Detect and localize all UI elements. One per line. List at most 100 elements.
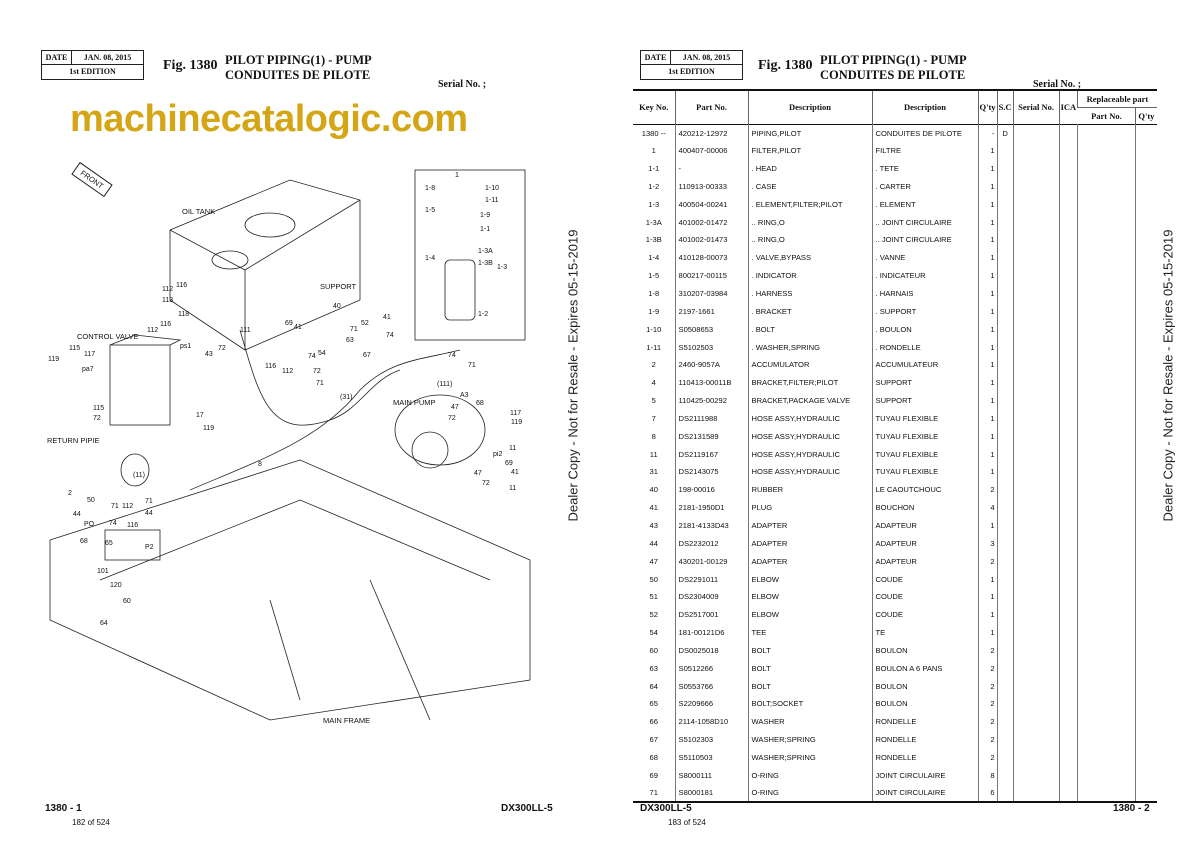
part-no: DS2291011 [674, 570, 748, 588]
empty-cell [1012, 355, 1060, 374]
callout-number: P2 [145, 544, 154, 551]
qty: 1 [977, 302, 998, 321]
page-title: PILOT PIPING(1) - PUMP CONDUITES DE PILO… [820, 53, 967, 83]
parts-diagram [49, 169, 531, 721]
callout-number: 71 [111, 503, 119, 510]
model-left: DX300LL-5 [501, 803, 553, 814]
empty-cell [1058, 427, 1078, 446]
empty-cell [1135, 623, 1157, 642]
part-no: 2460-9057A [674, 355, 748, 374]
qty: 4 [977, 498, 998, 517]
callout-number: 47 [451, 404, 459, 411]
description-fr: BOULON [871, 695, 978, 713]
description: BOLT [747, 677, 872, 695]
empty-cell [1077, 463, 1136, 481]
description-fr: BOULON [871, 677, 978, 695]
empty-cell [1012, 445, 1060, 464]
sc [996, 730, 1014, 749]
key-no: 1-10 [646, 324, 662, 334]
header-qty: Q'ty [977, 89, 998, 124]
key-no: 1-3 [648, 199, 660, 209]
empty-cell [1135, 355, 1157, 374]
empty-cell [1012, 748, 1060, 767]
empty-cell [1012, 516, 1060, 535]
title-en: PILOT PIPING(1) - PUMP [820, 53, 967, 67]
qty: 1 [977, 266, 998, 285]
control-valve-drawing [109, 334, 182, 426]
empty-cell [1012, 409, 1060, 428]
qty: 2 [977, 677, 998, 695]
part-no: 420212-12972 [674, 124, 748, 142]
empty-cell [1135, 516, 1157, 535]
qty: - [977, 124, 998, 142]
description-fr: .. JOINT CIRCULAIRE [871, 231, 978, 249]
description: HOSE ASSY,HYDRAULIC [747, 463, 872, 481]
vertical-watermark-right: Dealer Copy - Not for Resale - Expires 0… [1160, 229, 1176, 522]
date-label: DATE [641, 51, 671, 64]
description-fr: RONDELLE [871, 712, 978, 731]
fig-number: Fig. 1380 [758, 58, 813, 73]
description: ELBOW [747, 570, 872, 588]
part-no: 2181-4133D43 [674, 516, 748, 535]
key-no: 65 [649, 699, 658, 709]
callout-number: 112 [122, 503, 134, 510]
description-fr: . SUPPORT [871, 302, 978, 321]
key-no: 1-5 [648, 271, 660, 281]
empty-cell [1012, 427, 1060, 446]
sc [996, 784, 1014, 804]
part-no: 310207-03984 [674, 284, 748, 303]
sc [996, 498, 1014, 517]
description-fr: JOINT CIRCULAIRE [871, 766, 978, 785]
description: O-RING [747, 766, 872, 785]
callout-number: 101 [97, 568, 109, 575]
sc [996, 445, 1014, 464]
part-no: S5102303 [674, 730, 748, 749]
callout-number: 72 [482, 480, 490, 487]
empty-cell [1012, 266, 1060, 285]
empty-cell [1077, 248, 1136, 267]
empty-cell [1135, 641, 1157, 660]
empty-cell [1135, 587, 1157, 606]
callout-number: 1-3 [497, 264, 508, 271]
empty-cell [1012, 320, 1060, 339]
callout-number: 72 [93, 415, 101, 422]
qty: 1 [977, 605, 998, 624]
empty-cell [1077, 641, 1136, 660]
empty-cell [1058, 373, 1078, 392]
empty-cell [1012, 373, 1060, 392]
empty-cell [1077, 195, 1136, 214]
callout-number: PO [84, 521, 95, 528]
model-right: DX300LL-5 [640, 803, 692, 814]
qty: 1 [977, 570, 998, 588]
description-fr: TUYAU FLEXIBLE [871, 427, 978, 446]
empty-cell [1012, 498, 1060, 517]
empty-cell [1058, 320, 1078, 339]
callout-number: 1 [455, 172, 459, 179]
description: WASHER;SPRING [747, 748, 872, 767]
key-no: 50 [649, 574, 658, 584]
description-fr: SUPPORT [871, 391, 978, 410]
callout-number: 1-3A [478, 248, 493, 255]
callout-number: 2 [68, 490, 72, 497]
empty-cell [1135, 695, 1157, 713]
qty: 1 [977, 231, 998, 249]
page-number-left: 1380 - 1 [45, 803, 82, 814]
empty-cell [1077, 516, 1136, 535]
callout-number: 74 [386, 332, 394, 339]
key-no: 1-8 [648, 289, 660, 299]
qty: 1 [977, 320, 998, 339]
key-no: 47 [649, 556, 658, 566]
date-value: JAN. 08, 2015 [682, 53, 731, 62]
description: . BOLT [747, 320, 872, 339]
key-no: 1-2 [648, 181, 660, 191]
empty-cell [1012, 391, 1060, 410]
sc [996, 373, 1014, 392]
callout-number: 1-11 [485, 197, 499, 204]
part-no: 2114-1058D10 [674, 712, 748, 731]
